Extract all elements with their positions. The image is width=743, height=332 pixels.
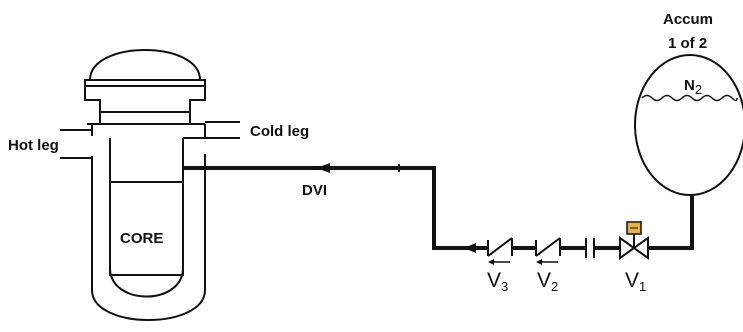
- n2-label: N2: [684, 77, 702, 97]
- flow-arrow-lower: [464, 243, 476, 253]
- flow-arrow-dvi: [316, 163, 330, 173]
- dvi-label: DVI: [302, 182, 327, 199]
- vessel-upper-flange: [84, 86, 206, 113]
- cold-leg-label: Cold leg: [250, 123, 309, 140]
- vessel-dome: [89, 49, 201, 81]
- accum-label-line1: Accum: [663, 11, 713, 28]
- check-valve-v2: [535, 237, 561, 265]
- vessel-upper-body: [87, 112, 205, 125]
- check-valve-v3: [487, 237, 513, 265]
- accum-label-line2: 1 of 2: [668, 35, 707, 52]
- hot-leg-pipe: [60, 129, 92, 159]
- cold-leg-pipe: [183, 121, 240, 139]
- accumulator-outlet-pipe: [648, 196, 694, 250]
- v2-label: V2: [537, 269, 558, 294]
- core-barrel: [109, 138, 184, 298]
- core-region: [109, 181, 184, 276]
- accumulator-water-level: [641, 94, 738, 102]
- motor-valve-v1: [619, 221, 649, 260]
- accumulator-tank: [634, 54, 743, 196]
- core-label: CORE: [120, 230, 163, 247]
- v3-label: V3: [487, 269, 508, 294]
- reactor-vessel: [84, 49, 206, 321]
- vessel-outer-wall: [91, 124, 206, 321]
- hot-leg-label: Hot leg: [8, 137, 59, 154]
- v1-label: V1: [625, 269, 646, 294]
- dvi-line: [183, 163, 488, 253]
- vessel-top-flange: [84, 79, 206, 87]
- flange-pair: [560, 238, 620, 258]
